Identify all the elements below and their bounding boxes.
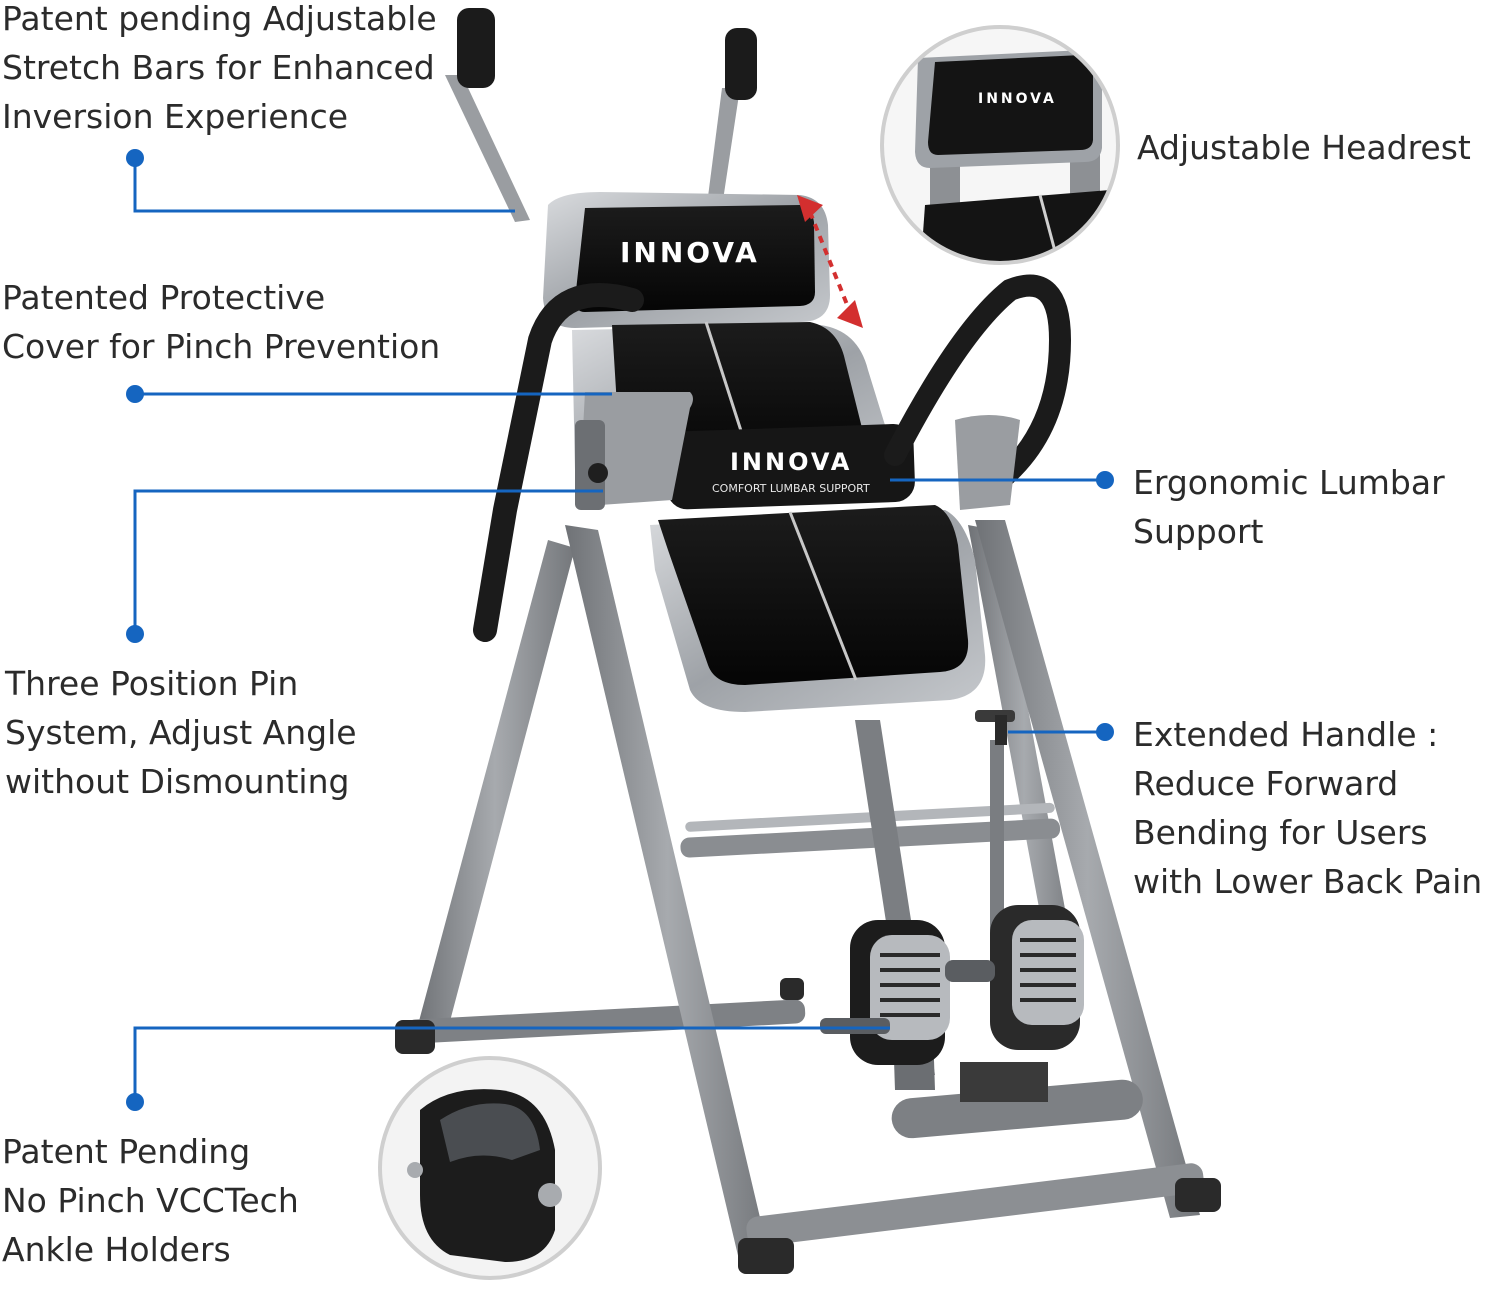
- headrest-inset: INNOVA: [880, 25, 1120, 265]
- feature-label-ankle-holders: Patent Pending No Pinch VCCTech Ankle Ho…: [2, 1132, 299, 1269]
- callouts: [133, 158, 1105, 1102]
- pivot-housings: [575, 392, 1020, 510]
- feature-label-handle: Extended Handle : Reduce Forward Bending…: [1133, 715, 1483, 901]
- extended-handle: [975, 710, 1015, 940]
- callout-line-pin-system: [133, 489, 603, 634]
- lumbar-caption: COMFORT LUMBAR SUPPORT: [712, 482, 870, 495]
- stretch-bars: [445, 8, 757, 222]
- feature-label-lumbar: Ergonomic Lumbar Support: [1133, 463, 1445, 551]
- callout-dot-icon: [1096, 723, 1114, 741]
- adjust-arrow-icon: [797, 195, 863, 328]
- callout-line-stretch-bars: [133, 158, 515, 213]
- front-frame: [565, 520, 1221, 1274]
- feature-label-stretch-bars: Patent pending Adjustable Stretch Bars f…: [2, 0, 437, 136]
- callout-dot-icon: [126, 625, 144, 643]
- foot-bar: [891, 1062, 1143, 1139]
- feature-label-headrest: Adjustable Headrest: [1137, 128, 1471, 167]
- feature-label-pin-system: Three Position Pin System, Adjust Angle …: [5, 664, 357, 801]
- headrest-logo: INNOVA: [620, 236, 760, 269]
- ankle-holders: [820, 905, 1084, 1065]
- lumbar-brand: INNOVA: [730, 448, 852, 476]
- feature-label-protective-cover: Patented Protective Cover for Pinch Prev…: [2, 278, 441, 366]
- lumbar-pillow: INNOVA COMFORT LUMBAR SUPPORT: [665, 424, 915, 510]
- callout-dot-icon: [126, 385, 144, 403]
- callout-dot-icon: [126, 149, 144, 167]
- callout-dot-icon: [126, 1093, 144, 1111]
- callout-dot-icon: [1096, 471, 1114, 489]
- arm-rails: [473, 274, 1072, 642]
- callout-line-ankle-holders: [133, 1026, 890, 1102]
- inset-logo: INNOVA: [978, 91, 1057, 107]
- lower-pad: [650, 505, 986, 712]
- callout-dots: [126, 149, 1114, 1111]
- ankle-inset: [378, 1056, 602, 1280]
